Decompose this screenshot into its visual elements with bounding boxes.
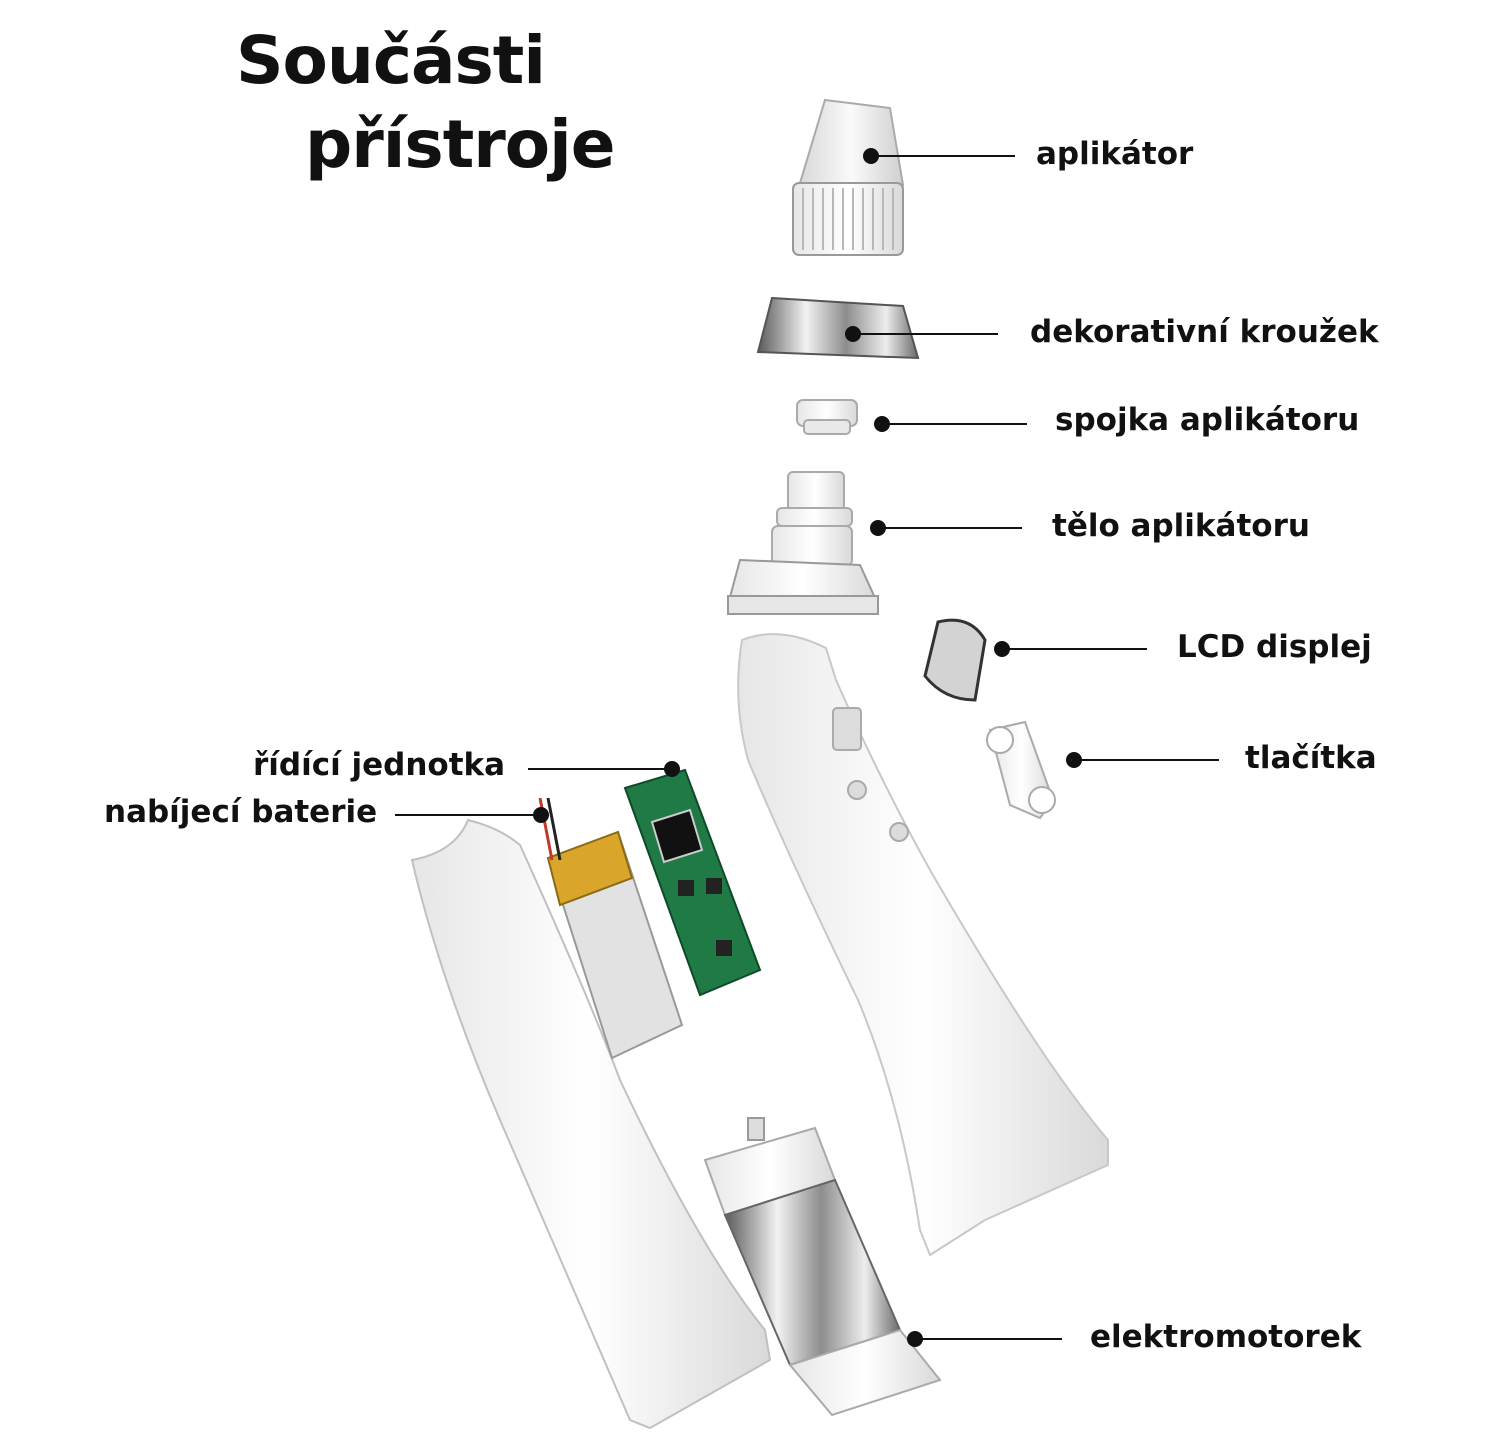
pointer-dot xyxy=(664,761,680,777)
applicator-body-part xyxy=(727,471,879,615)
label-applicator: aplikátor xyxy=(1036,136,1194,172)
label-lcd: LCD displej xyxy=(1177,629,1372,665)
label-decor-ring: dekorativní kroužek xyxy=(1030,314,1379,350)
pointer-dot xyxy=(1066,752,1082,768)
decor-ring-part xyxy=(756,296,920,360)
buttons-part xyxy=(986,720,1056,820)
pointer-dot xyxy=(874,416,890,432)
label-battery: nabíjecí baterie xyxy=(104,794,378,830)
label-applicator-body: tělo aplikátoru xyxy=(1052,508,1310,544)
handle-display-window xyxy=(832,707,862,751)
lcd-part xyxy=(923,618,987,702)
pointer-dot xyxy=(994,641,1010,657)
pointer-dot xyxy=(845,326,861,342)
handle-button-hole xyxy=(847,780,867,800)
connector-part xyxy=(796,399,858,435)
pointer-dot xyxy=(870,520,886,536)
handle-button-hole xyxy=(889,822,909,842)
label-buttons: tlačítka xyxy=(1245,740,1377,776)
control-unit-part xyxy=(623,768,762,997)
title-line-2: přístroje xyxy=(305,106,616,183)
pointer-dot xyxy=(907,1331,923,1347)
applicator-part xyxy=(792,98,905,256)
label-connector: spojka aplikátoru xyxy=(1055,402,1360,438)
motor-part xyxy=(703,1117,942,1417)
title-line-1: Součásti xyxy=(236,22,546,99)
leader-lines xyxy=(395,155,1219,1340)
handle-back-shell xyxy=(410,818,772,1430)
label-motor: elektromotorek xyxy=(1090,1319,1362,1355)
label-control-unit: řídící jednotka xyxy=(253,747,506,783)
pointer-dot xyxy=(863,148,879,164)
pointer-dot xyxy=(533,807,549,823)
